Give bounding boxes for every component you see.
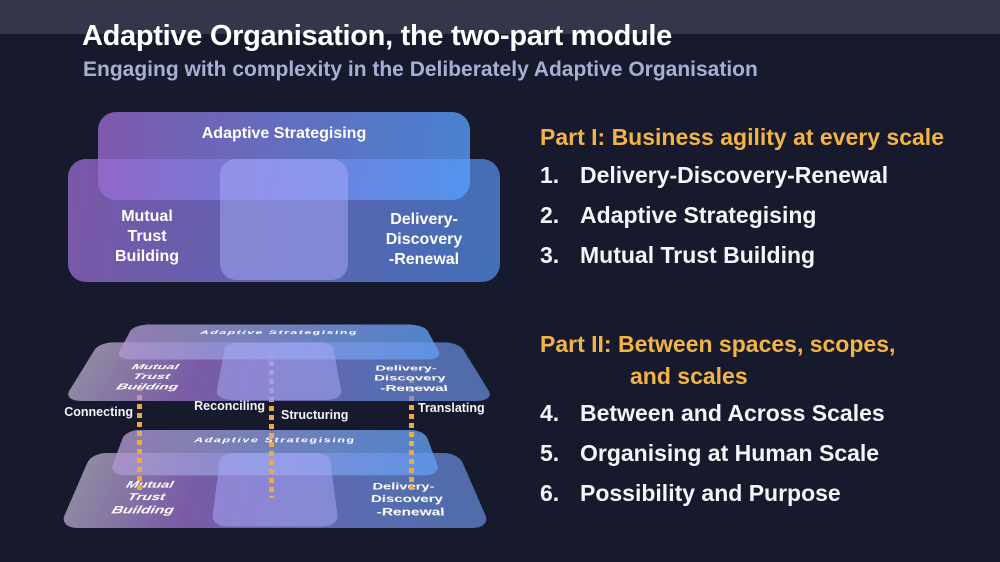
connector-label-connecting: Connecting (53, 405, 133, 419)
mutual-trust-building-label: Mutual Trust Building (72, 363, 224, 393)
item-number: 5. (540, 440, 580, 467)
connector-label-structuring: Structuring (281, 408, 348, 422)
overlap-panel-shape (220, 159, 348, 280)
item-label: Mutual Trust Building (580, 242, 815, 268)
list-item: 2.Adaptive Strategising (540, 202, 970, 229)
item-number: 1. (540, 162, 580, 189)
item-number: 3. (540, 242, 580, 269)
venn-cluster-middle: Adaptive Strategising Mutual Trust Build… (63, 325, 495, 401)
list-item: 5.Organising at Human Scale (540, 440, 970, 467)
item-label: Between and Across Scales (580, 400, 885, 426)
item-label: Adaptive Strategising (580, 202, 816, 228)
adaptive-strategising-label: Adaptive Strategising (98, 125, 470, 143)
part2-heading-line2: and scales (630, 363, 748, 390)
connector-label-reconciling: Reconciling (185, 399, 265, 413)
item-number: 6. (540, 480, 580, 507)
adaptive-strategising-label: Adaptive Strategising (120, 436, 429, 444)
list-item: 4.Between and Across Scales (540, 400, 970, 427)
part1-heading: Part I: Business agility at every scale (540, 124, 944, 151)
connector-label-translating: Translating (418, 401, 485, 415)
list-item: 1.Delivery-Discovery-Renewal (540, 162, 970, 189)
item-label: Organising at Human Scale (580, 440, 879, 466)
item-number: 2. (540, 202, 580, 229)
item-label: Possibility and Purpose (580, 480, 841, 506)
list-item: 6.Possibility and Purpose (540, 480, 970, 507)
delivery-discovery-renewal-label: Delivery- Discovery -Renewal (349, 210, 499, 270)
venn-cluster-bottom: Adaptive Strategising Mutual Trust Build… (59, 430, 491, 528)
adaptive-strategising-label: Adaptive Strategising (128, 329, 431, 335)
mutual-trust-building-label: Mutual Trust Building (72, 207, 222, 267)
slide-title: Adaptive Organisation, the two-part modu… (82, 20, 672, 53)
connector-line-connecting (137, 386, 142, 492)
item-number: 4. (540, 400, 580, 427)
list-item: 3.Mutual Trust Building (540, 242, 970, 269)
venn-cluster-flat: Adaptive Strategising Mutual Trust Build… (68, 112, 500, 282)
part2-heading-line1: Part II: Between spaces, scopes, (540, 331, 895, 358)
slide-subtitle: Engaging with complexity in the Delibera… (83, 58, 758, 82)
item-label: Delivery-Discovery-Renewal (580, 162, 888, 188)
delivery-discovery-renewal-label: Delivery- Discovery -Renewal (337, 364, 490, 394)
overlap-panel-shape (211, 453, 339, 527)
overlap-panel-shape (215, 342, 343, 400)
mutual-trust-building-label: Mutual Trust Building (68, 479, 220, 517)
